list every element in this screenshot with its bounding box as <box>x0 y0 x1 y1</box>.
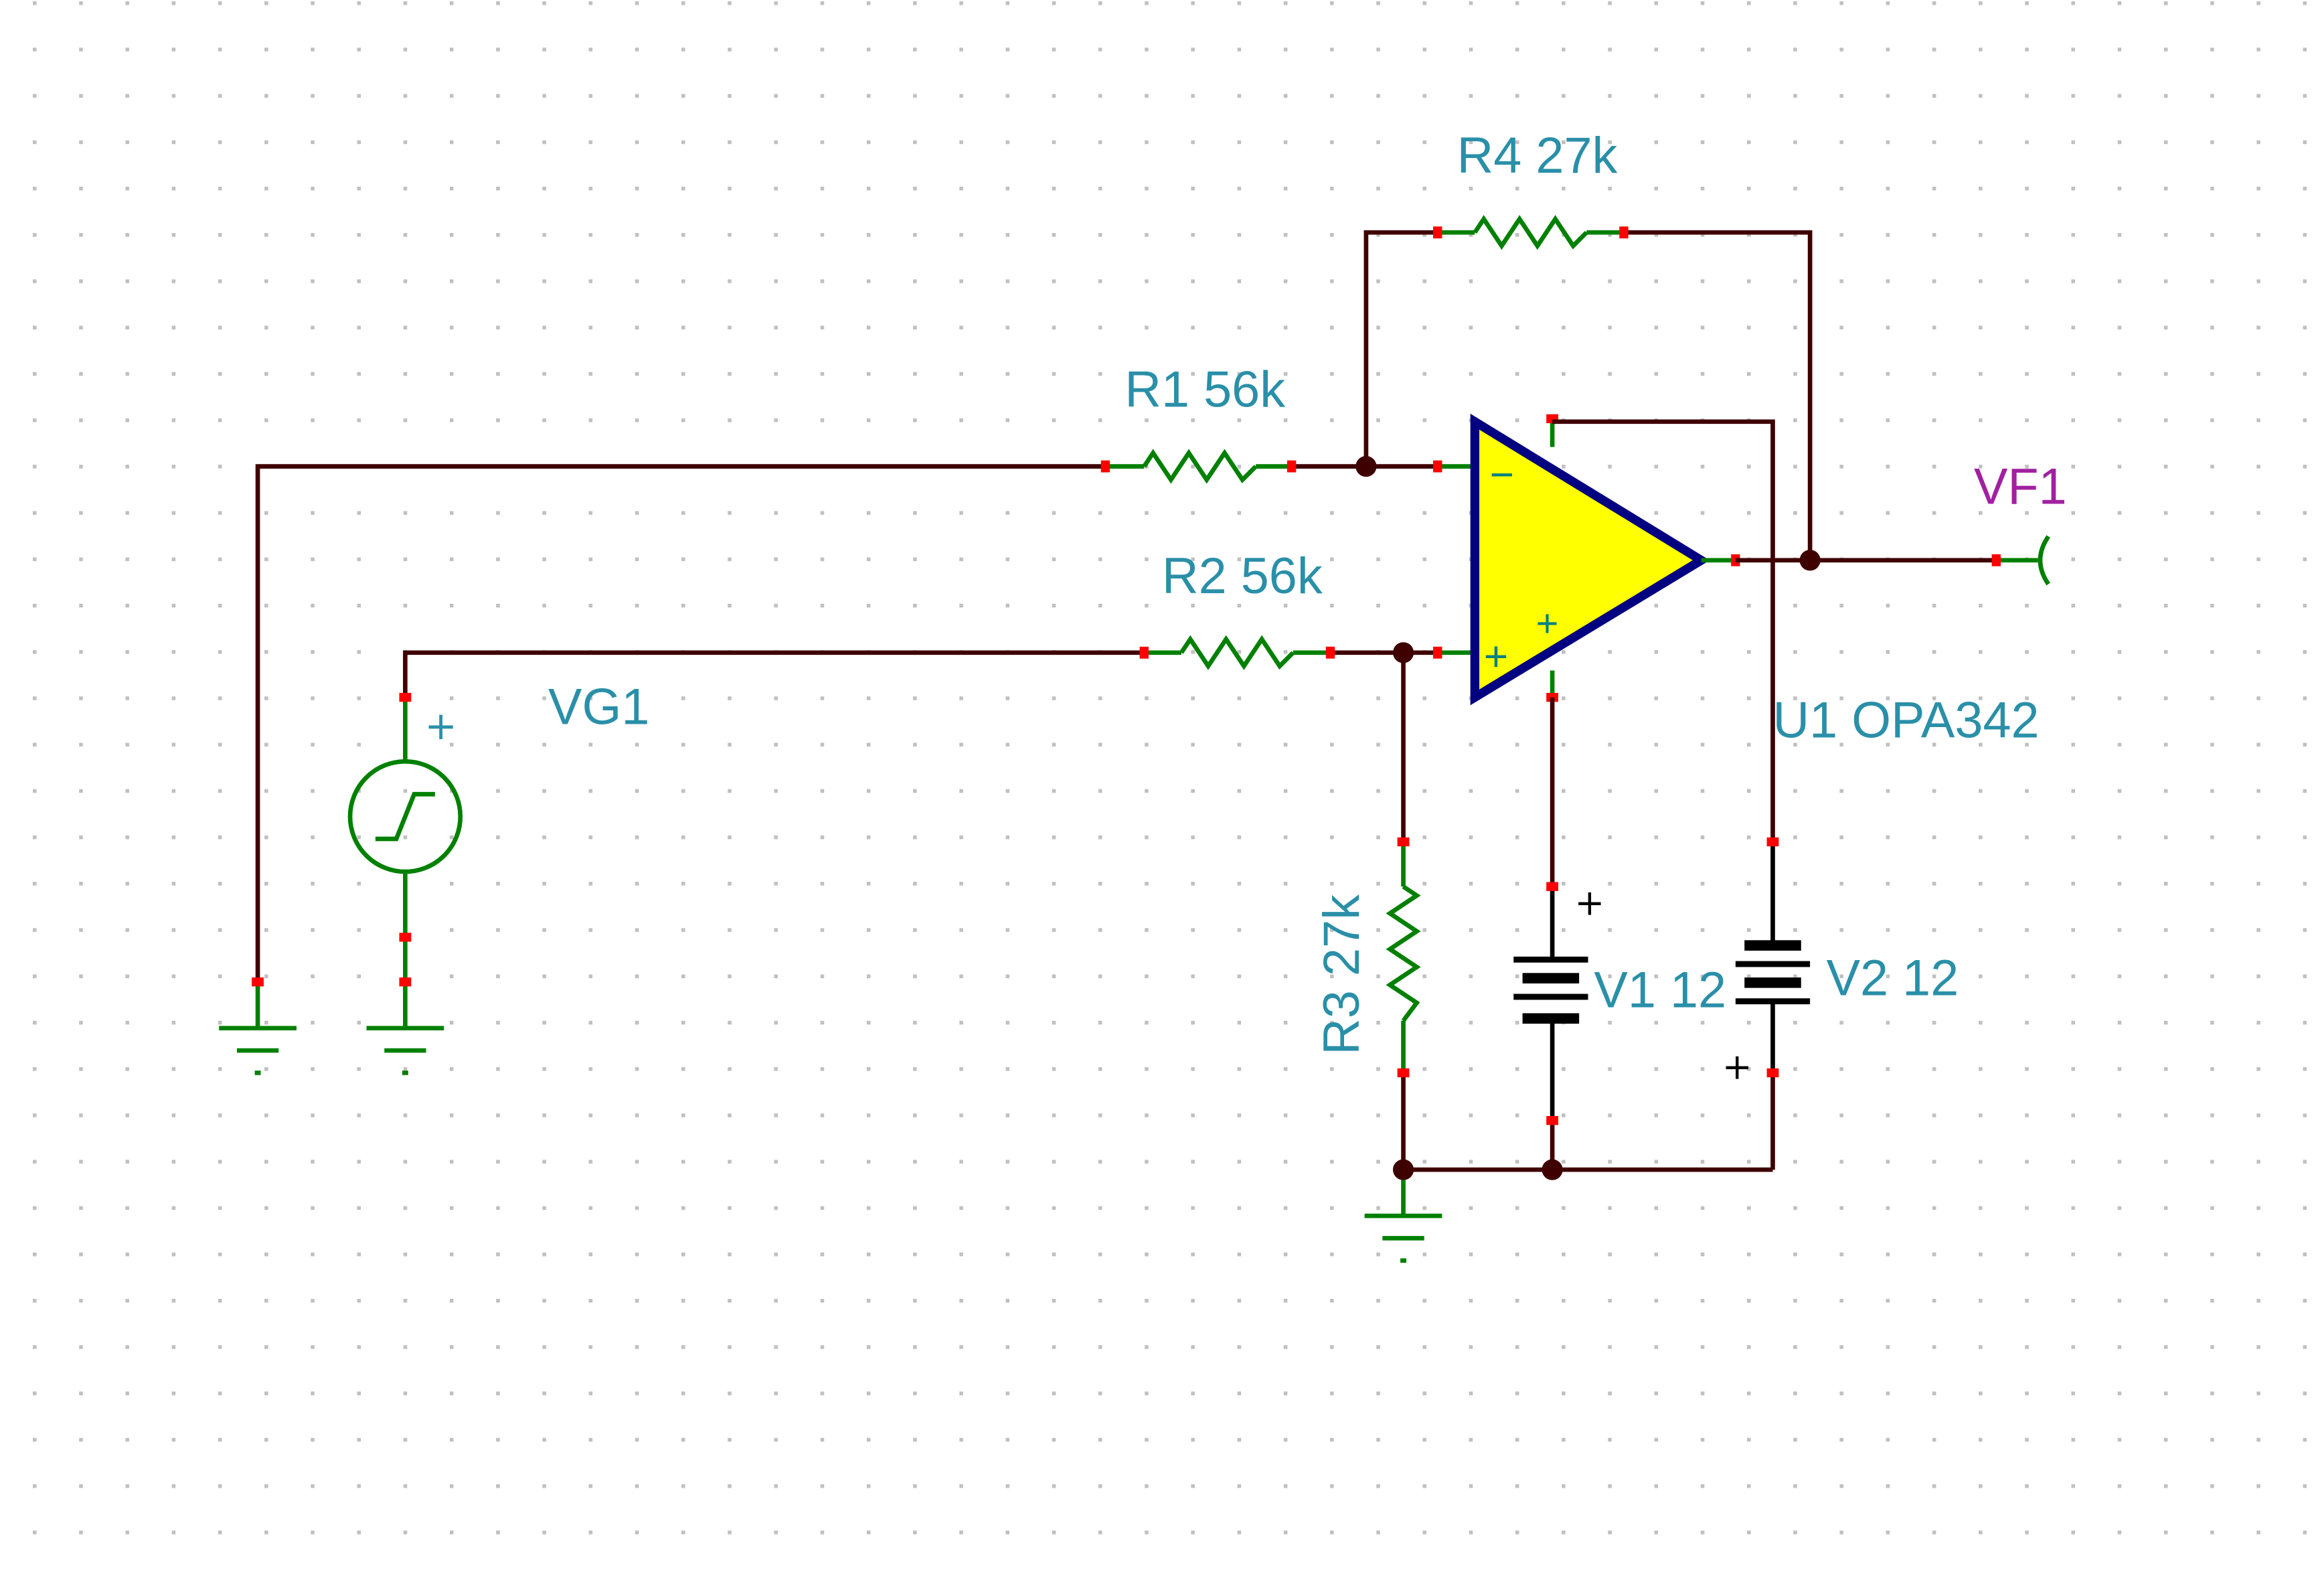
probe-vf1[interactable]: VF1 <box>1735 458 2067 586</box>
r3-label: R3 27k <box>1313 894 1370 1055</box>
resistor-r4[interactable]: R4 27k <box>1363 127 1813 560</box>
junction-dot <box>1799 550 1821 571</box>
v1-label: V1 12 <box>1594 962 1726 1019</box>
noninverting-sign: + <box>1484 634 1508 680</box>
opamp-u1[interactable]: − + + U1 OPA342 <box>1470 413 2040 749</box>
supply-sign: + <box>1536 602 1559 645</box>
battery-v2[interactable]: + V2 12 <box>1552 419 1959 1170</box>
r4-label: R4 27k <box>1457 127 1618 184</box>
vg1-label: VG1 <box>548 679 649 736</box>
signal-source-vg1[interactable]: + VG1 <box>347 679 649 1028</box>
junction-dot <box>1392 1159 1414 1180</box>
resistor-r3[interactable]: R3 27k <box>1313 652 1421 1170</box>
u1-label: U1 OPA342 <box>1772 692 2039 749</box>
vg1-plus: + <box>424 703 456 749</box>
v2-plus: + <box>1722 1045 1752 1087</box>
r2-label: R2 56k <box>1162 548 1323 605</box>
ground-icon <box>219 977 297 1075</box>
r1-label: R1 56k <box>1125 362 1285 418</box>
ground-rail <box>1392 1159 1773 1216</box>
resistor-r1[interactable]: R1 56k <box>255 362 1475 984</box>
ground-icon <box>366 1026 444 1075</box>
battery-v1[interactable]: + V1 12 <box>1513 697 1726 1170</box>
v1-plus: + <box>1574 882 1604 924</box>
inverting-sign: − <box>1490 452 1514 498</box>
vf1-label: VF1 <box>1974 458 2067 515</box>
junction-dot <box>1542 1159 1563 1180</box>
opamp-triangle <box>1470 413 1710 706</box>
junction-dot <box>1355 456 1377 477</box>
resistor-r2[interactable]: R2 56k <box>403 548 1475 698</box>
v2-label: V2 12 <box>1827 950 1959 1007</box>
ground-icon <box>1364 1213 1442 1263</box>
